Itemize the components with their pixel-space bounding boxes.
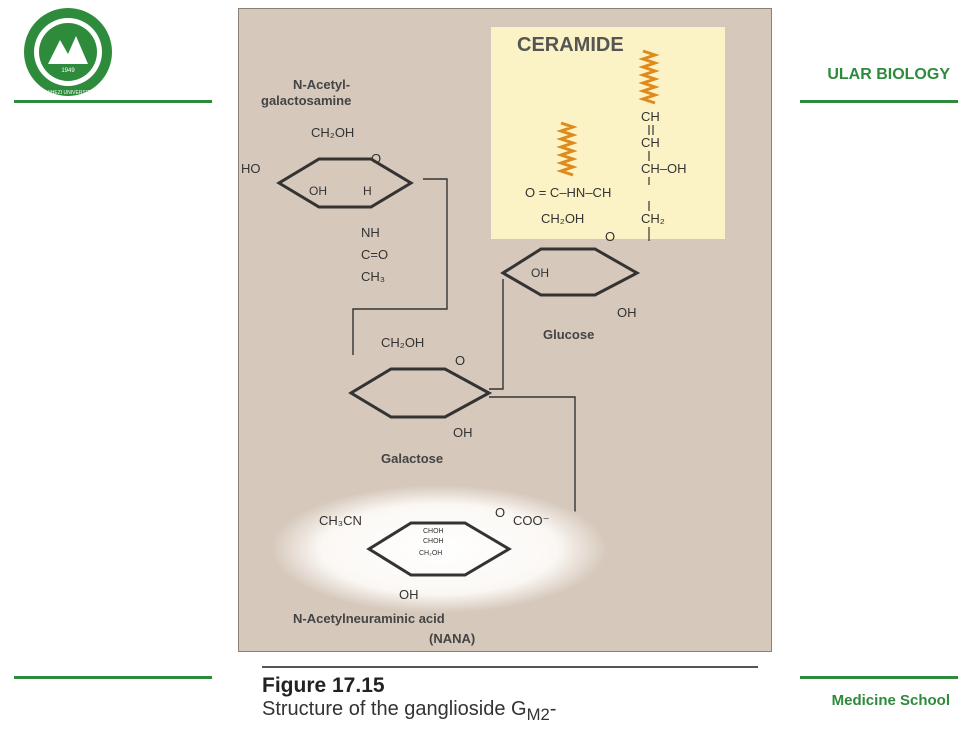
glucose-ch2oh: CH₂OH [541,211,584,226]
logo-year: 1949 [61,68,75,74]
glucose-ring-o: O [605,229,615,244]
ceramide-box [491,27,725,239]
figure-rule [262,666,758,668]
glucose-name: Glucose [543,327,594,342]
galnac-name-2: galactosamine [261,93,351,108]
galnac-ch2oh: CH₂OH [311,125,354,140]
header-title: ULAR BIOLOGY [827,66,950,83]
figure-caption: Structure of the ganglioside GM2- [262,698,556,725]
caption-suffix: - [549,698,557,720]
galactose-ring [348,367,493,419]
galnac-ho: HO [241,161,261,176]
ceramide-ch1: CH [641,109,660,124]
logo-text: SHIHEZI UNIVERSITY [42,90,94,96]
glucose-oh: OH [531,266,549,280]
ganglioside-diagram-panel: CERAMIDE CH CH CH–OH O = C–HN–CH CH₂ N-A… [238,8,772,652]
glucose-oh-bottom: OH [617,305,637,320]
glucose-link [489,279,504,390]
footer-rule-left [14,676,212,679]
nana-ring [366,521,512,577]
university-logo: 1949 SHIHEZI UNIVERSITY [22,6,114,98]
galnac-ring [276,157,414,209]
caption-sub: M2 [526,705,550,724]
ceramide-amide: O = C–HN–CH [525,185,611,200]
galnac-link [352,178,448,355]
fatty-acid-chain [638,49,660,105]
nana-ch2oh: CH₂OH [419,550,442,557]
galnac-ring-o: O [371,151,381,166]
caption-prefix: Structure of the ganglioside G [262,698,527,720]
galnac-name-1: N-Acetyl- [293,77,350,92]
ceramide-label: CERAMIDE [517,34,624,56]
nana-coo: COO⁻ [513,513,549,528]
nana-acetyl: CH₃CN [319,513,362,528]
footer-rule-right [800,676,958,679]
nana-name-1: N-Acetylneuraminic acid [293,611,445,626]
ceramide-ch2-link: CH₂ [641,211,665,226]
header-rule-right [800,100,958,103]
nana-choh-2: CHOH [423,538,444,545]
nana-oh: OH [399,587,419,602]
header-rule-left [14,100,212,103]
nana-ring-o: O [495,505,505,520]
galnac-oh: OH [309,184,327,198]
ceramide-choh: CH–OH [641,161,687,176]
galnac-nh: NH [361,225,380,240]
nana-highlight [271,485,607,613]
university-seal-icon: 1949 SHIHEZI UNIVERSITY [24,8,112,96]
galnac-ch3: CH₃ [361,269,385,284]
galnac-co: C=O [361,247,388,262]
figure-number: Figure 17.15 [262,674,385,697]
galactose-name: Galactose [381,451,443,466]
galactose-ring-o: O [455,353,465,368]
sphingosine-chain [556,121,578,177]
galactose-ch2oh: CH₂OH [381,335,424,350]
ceramide-ch2: CH [641,135,660,150]
nana-choh-1: CHOH [423,528,444,535]
footer-school: Medicine School [831,692,950,709]
glucose-ring [500,247,641,297]
nana-name-2: (NANA) [429,631,475,646]
ganglioside-structure: CERAMIDE CH CH CH–OH O = C–HN–CH CH₂ N-A… [241,27,725,646]
galnac-h: H [363,184,372,198]
galactose-oh: OH [453,425,473,440]
